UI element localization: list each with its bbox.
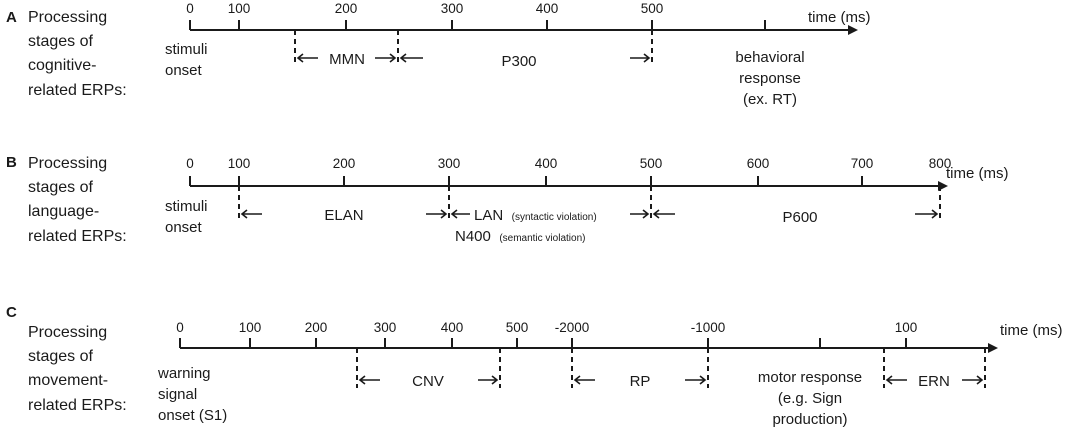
panel-title-line: cognitive- — [28, 57, 96, 74]
panel-title-line: movement- — [28, 372, 108, 389]
panel-letter: B — [6, 154, 17, 171]
component-end-arrow — [630, 209, 650, 219]
panel-title-line: related ERPs: — [28, 82, 127, 99]
marker-label-behavioral-response: response — [739, 70, 801, 87]
panel-letter: A — [6, 9, 17, 26]
marker-label-stimuli-onset: stimuli — [165, 41, 208, 58]
tick-label: 500 — [640, 156, 663, 171]
tick-label: 800 — [929, 156, 952, 171]
marker-label-stimuli-onset: onset — [165, 219, 203, 236]
component-note: (syntactic violation) — [512, 212, 597, 223]
component-label-p600: P600 — [782, 209, 817, 226]
tick-label: 400 — [441, 320, 464, 335]
marker-label-warning-signal: onset (S1) — [158, 407, 227, 424]
panel-title-line: Processing — [28, 155, 107, 172]
panel-c: C Processing stages of movement- related… — [6, 304, 1063, 428]
panel-title-line: Processing — [28, 9, 107, 26]
component-end-arrow — [630, 53, 651, 63]
tick-label: 400 — [536, 1, 559, 16]
time-axis-arrowhead — [848, 25, 858, 35]
component-start-arrow — [296, 53, 318, 63]
tick-label: 0 — [186, 156, 194, 171]
tick-label: 400 — [535, 156, 558, 171]
component-start-arrow — [652, 209, 675, 219]
component-name: LAN — [474, 207, 503, 224]
tick-label: 300 — [374, 320, 397, 335]
axis-unit-label: time (ms) — [946, 165, 1009, 182]
tick-group: 0 100 200 300 400 500 — [186, 1, 766, 30]
tick-label: 500 — [506, 320, 529, 335]
marker-label-stimuli-onset: stimuli — [165, 198, 208, 215]
marker-label-motor-response: production) — [772, 411, 847, 428]
tick-label: 500 — [641, 1, 664, 16]
component-end-arrow — [375, 53, 397, 63]
panel-a: A Processing stages of cognitive- relate… — [6, 1, 871, 108]
component-label-cnv: CNV — [412, 373, 444, 390]
tick-label: 100 — [228, 1, 251, 16]
tick-label: 100 — [239, 320, 262, 335]
component-label-elan: ELAN — [324, 207, 363, 224]
tick-group: 0 100 200 300 400 500 600 700 800 — [186, 156, 951, 186]
panel-b: B Processing stages of language- related… — [6, 154, 1009, 245]
component-end-arrow — [962, 375, 984, 385]
tick-label: 200 — [335, 1, 358, 16]
tick-label: 300 — [438, 156, 461, 171]
component-label-p300: P300 — [501, 53, 536, 70]
component-start-arrow — [573, 375, 595, 385]
tick-group: 0 100 200 300 400 500 -2000 -1000 100 — [176, 320, 917, 348]
panel-title-line: stages of — [28, 348, 93, 365]
component-end-arrow — [685, 375, 707, 385]
panel-title-line: stages of — [28, 33, 93, 50]
component-start-arrow — [358, 375, 380, 385]
component-note: (semantic violation) — [499, 233, 585, 244]
component-start-arrow — [450, 209, 470, 219]
tick-label: 600 — [747, 156, 770, 171]
component-label-n400: N400 (semantic violation) — [455, 228, 585, 245]
component-start-arrow — [240, 209, 262, 219]
tick-label: 0 — [176, 320, 184, 335]
tick-label: 200 — [333, 156, 356, 171]
component-label-rp: RP — [630, 373, 651, 390]
tick-label: 0 — [186, 1, 194, 16]
component-end-arrow — [915, 209, 939, 219]
tick-label: 100 — [228, 156, 251, 171]
component-start-arrow — [885, 375, 907, 385]
component-name: N400 — [455, 228, 491, 245]
tick-label: -1000 — [691, 320, 726, 335]
panel-title-line: Processing — [28, 324, 107, 341]
tick-label: 700 — [851, 156, 874, 171]
tick-label: 300 — [441, 1, 464, 16]
component-start-arrow — [399, 53, 423, 63]
marker-label-behavioral-response: behavioral — [735, 49, 804, 66]
panel-title-line: related ERPs: — [28, 397, 127, 414]
marker-label-behavioral-response: (ex. RT) — [743, 91, 797, 108]
panel-letter: C — [6, 304, 17, 321]
component-label-lan: LAN (syntactic violation) — [474, 207, 597, 224]
marker-label-motor-response: (e.g. Sign — [778, 390, 842, 407]
marker-label-warning-signal: warning — [157, 365, 211, 382]
time-axis-arrowhead — [988, 343, 998, 353]
component-label-mmn: MMN — [329, 51, 365, 68]
panel-title-line: stages of — [28, 179, 93, 196]
panel-title-line: related ERPs: — [28, 228, 127, 245]
component-label-ern: ERN — [918, 373, 950, 390]
component-end-arrow — [478, 375, 499, 385]
tick-label: -2000 — [555, 320, 590, 335]
tick-label: 200 — [305, 320, 328, 335]
panel-title-line: language- — [28, 203, 99, 220]
axis-unit-label: time (ms) — [808, 9, 871, 26]
component-end-arrow — [426, 209, 448, 219]
marker-label-motor-response: motor response — [758, 369, 862, 386]
axis-unit-label: time (ms) — [1000, 322, 1063, 339]
marker-label-stimuli-onset: onset — [165, 62, 203, 79]
marker-label-warning-signal: signal — [158, 386, 197, 403]
tick-label: 100 — [895, 320, 918, 335]
